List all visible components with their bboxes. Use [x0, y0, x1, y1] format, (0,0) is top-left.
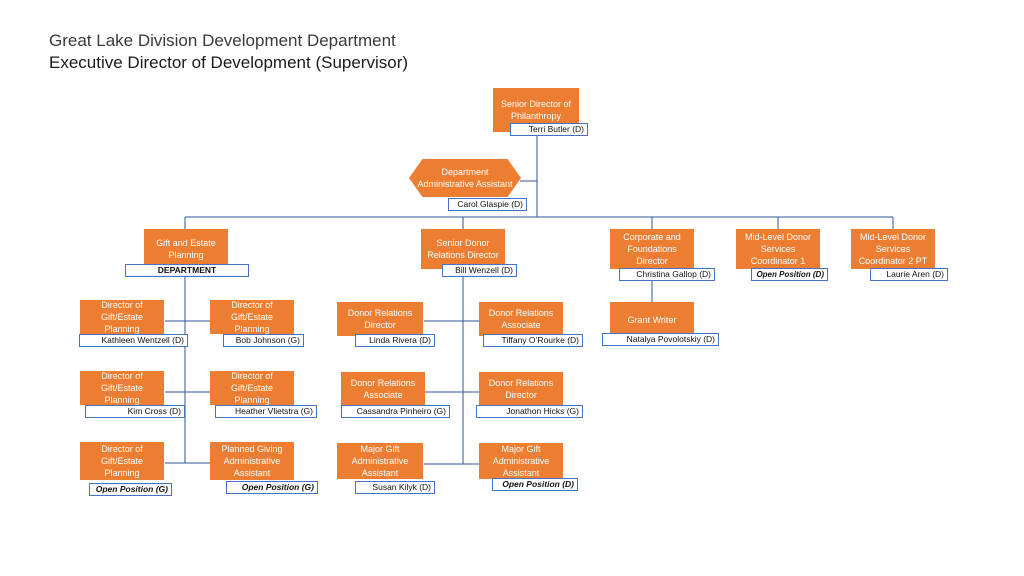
mgaa1-name: Susan Kilyk (D): [355, 481, 435, 494]
midlevel1-name: Open Position (D): [751, 268, 828, 281]
corp-found-title: Corporate and Foundations Director: [623, 232, 681, 266]
gep2-title: Director of Gift/Estate Planning: [230, 300, 274, 334]
senior-donor-box: Senior Donor Relations Director: [421, 229, 505, 269]
gep1-title: Director of Gift/Estate Planning: [100, 300, 144, 334]
dept-admin-box: Department Administrative Assistant: [409, 159, 521, 197]
midlevel1-title: Mid-Level Donor Services Coordinator 1: [744, 232, 812, 266]
pgaa-name: Open Position (G): [226, 481, 318, 494]
gep5-box: Director of Gift/Estate Planning: [80, 442, 164, 480]
dra1-name: Tiffany O’Rourke (D): [483, 334, 583, 347]
mgaa1-box: Major Gift Administrative Assistant: [337, 443, 423, 479]
corp-found-name: Christina Gallop (D): [619, 268, 715, 281]
drd2-title: Donor Relations Director: [488, 378, 554, 400]
midlevel2-title: Mid-Level Donor Services Coordinator 2 P…: [858, 232, 928, 266]
dra1-box: Donor Relations Associate: [479, 302, 563, 336]
senior-donor-name: Bill Wenzell (D): [442, 264, 517, 277]
drd2-box: Donor Relations Director: [479, 372, 563, 406]
senior-director-title: Senior Director of Philanthropy: [500, 99, 572, 121]
gep3-name: Kim Cross (D): [85, 405, 185, 418]
gep1-box: Director of Gift/Estate Planning: [80, 300, 164, 334]
grant-title: Grant Writer: [627, 315, 677, 325]
drd1-box: Donor Relations Director: [337, 302, 423, 336]
gep5-name: Open Position (G): [89, 483, 172, 496]
drd1-name: Linda Rivera (D): [355, 334, 435, 347]
header-line-2: Executive Director of Development (Super…: [49, 53, 409, 72]
dra1-title: Donor Relations Associate: [488, 308, 554, 330]
drd2-name: Jonathon Hicks (G): [476, 405, 583, 418]
gift-estate-box: Gift and Estate Planning: [144, 229, 228, 269]
gift-estate-department-label: DEPARTMENT: [125, 264, 249, 277]
grant-box: Grant Writer: [610, 302, 694, 338]
mgaa2-box: Major Gift Administrative Assistant: [479, 443, 563, 479]
corp-found-box: Corporate and Foundations Director: [610, 229, 694, 269]
senior-donor-title: Senior Donor Relations Director: [427, 238, 499, 260]
gep1-name: Kathleen Wentzell (D): [79, 334, 188, 347]
midlevel1-box: Mid-Level Donor Services Coordinator 1: [736, 229, 820, 269]
gep2-box: Director of Gift/Estate Planning: [210, 300, 294, 334]
gep4-title: Director of Gift/Estate Planning: [230, 371, 274, 405]
midlevel2-name: Laurie Aren (D): [870, 268, 948, 281]
gift-estate-title: Gift and Estate Planning: [156, 238, 216, 260]
header-line-1: Great Lake Division Development Departme…: [49, 31, 396, 50]
dept-admin-name: Carol Glaspie (D): [448, 198, 527, 211]
gep3-title: Director of Gift/Estate Planning: [100, 371, 144, 405]
pgaa-title: Planned Giving Administrative Assistant: [221, 444, 283, 478]
mgaa2-name: Open Position (D): [492, 478, 578, 491]
dra2-box: Donor Relations Associate: [341, 372, 425, 406]
gep4-box: Director of Gift/Estate Planning: [210, 371, 294, 405]
drd1-title: Donor Relations Director: [347, 308, 413, 330]
mgaa1-title: Major Gift Administrative Assistant: [351, 444, 409, 478]
dra2-name: Cassandra Pinheiro (G): [341, 405, 450, 418]
gep2-name: Bob Johnson (G): [223, 334, 304, 347]
pgaa-box: Planned Giving Administrative Assistant: [210, 442, 294, 480]
senior-director-name: Terri Butler (D): [510, 123, 588, 136]
gep4-name: Heather Vlietstra (G): [215, 405, 317, 418]
midlevel2-box: Mid-Level Donor Services Coordinator 2 P…: [851, 229, 935, 269]
mgaa2-title: Major Gift Administrative Assistant: [492, 444, 550, 478]
grant-name: Natalya Povolotskiy (D): [602, 333, 719, 346]
dept-admin-title: Department Administrative Assistant: [417, 167, 513, 189]
gep5-title: Director of Gift/Estate Planning: [100, 444, 144, 478]
gep3-box: Director of Gift/Estate Planning: [80, 371, 164, 405]
dra2-title: Donor Relations Associate: [350, 378, 416, 400]
